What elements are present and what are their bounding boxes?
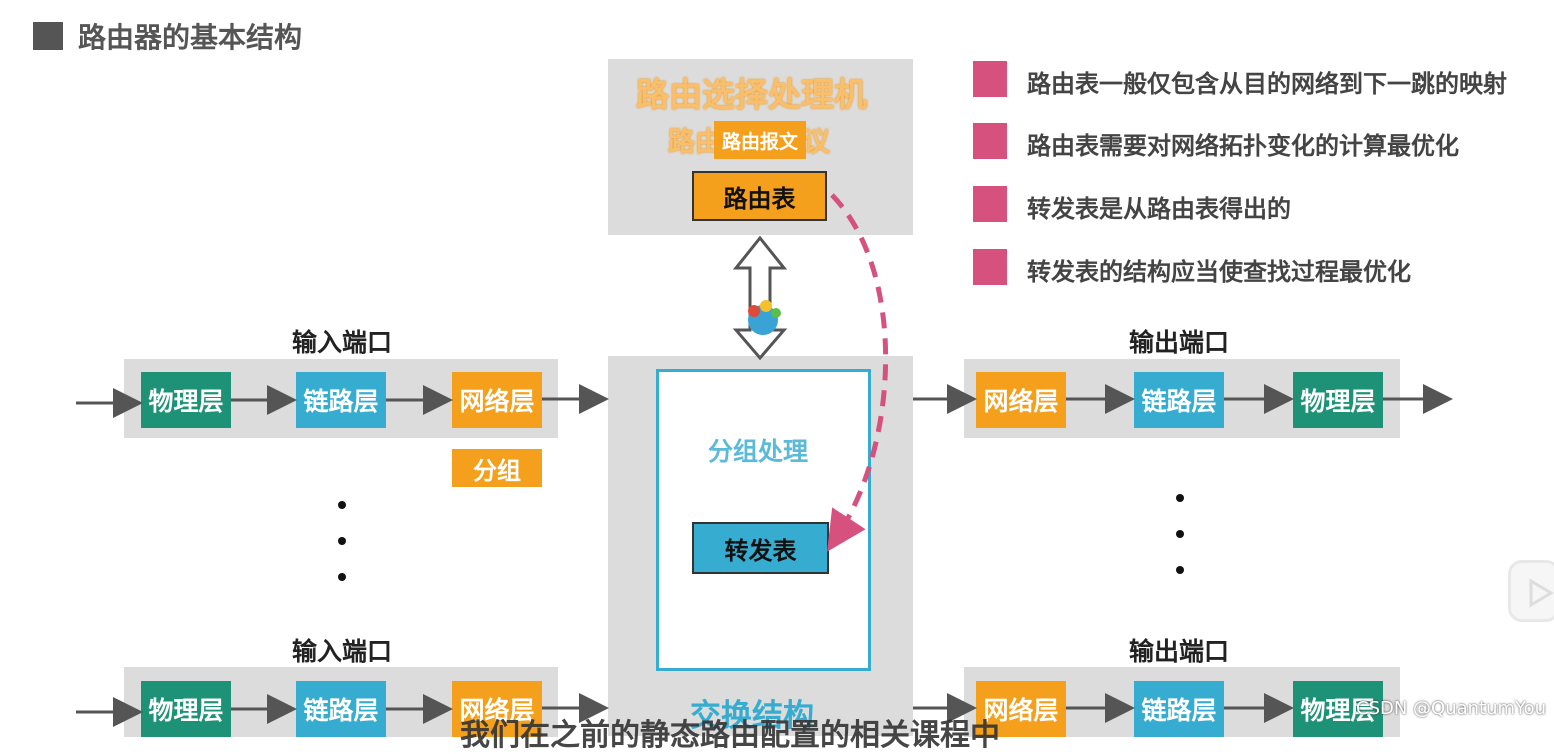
bullet-square-1 [973, 61, 1007, 97]
play-icon [1529, 578, 1554, 608]
video-subtitle: 我们在之前的静态路由配置的相关课程中 [460, 718, 1000, 753]
bullet-text-2: 路由表需要对网络拓扑变化的计算最优化 [1027, 132, 1459, 160]
input-network-layer-top: 网络层 [452, 372, 542, 428]
output-physical-layer-top: 物理层 [1293, 372, 1383, 428]
output-link-layer-top: 链路层 [1134, 372, 1224, 428]
packet-box: 分组 [452, 449, 542, 487]
output-port-label-top: 输出端口 [1128, 328, 1229, 357]
output-physical-layer-bottom: 物理层 [1293, 681, 1383, 737]
bullet-text-1: 路由表一般仅包含从目的网络到下一跳的映射 [1027, 70, 1507, 98]
title-bullet-icon [33, 22, 63, 50]
input-port-label-top: 输入端口 [291, 328, 392, 357]
input-physical-layer-bottom: 物理层 [141, 681, 231, 737]
routing-message-label: 路由报文 [714, 121, 806, 159]
ellipsis-dot-right-2 [1176, 530, 1184, 538]
input-port-label-bottom: 输入端口 [291, 637, 392, 666]
routing-table-box: 路由表 [692, 171, 827, 221]
input-link-layer-top: 链路层 [296, 372, 386, 428]
ellipsis-dot-left-3 [338, 573, 346, 581]
bullet-square-2 [973, 123, 1007, 159]
packet-processing-label: 分组处理 [708, 437, 809, 466]
derive-curve-arrow [827, 193, 889, 552]
ellipsis-dot-right-1 [1176, 494, 1184, 502]
play-button[interactable] [1508, 560, 1554, 622]
double-arrow-icon [732, 235, 788, 361]
ellipsis-dot-left-2 [338, 537, 346, 545]
ellipsis-dot-left-1 [338, 501, 346, 509]
bullet-text-3: 转发表是从路由表得出的 [1027, 195, 1291, 223]
output-link-layer-bottom: 链路层 [1134, 681, 1224, 737]
output-network-layer-top: 网络层 [976, 372, 1066, 428]
watermark: CSDN @QuantumYou [1356, 698, 1547, 719]
bullet-square-3 [973, 186, 1007, 222]
input-network-layer-bottom: 网络层 [452, 681, 542, 737]
input-link-layer-bottom: 链路层 [296, 681, 386, 737]
output-network-layer-bottom: 网络层 [976, 681, 1066, 737]
bullet-text-4: 转发表的结构应当使查找过程最优化 [1027, 258, 1411, 286]
routing-processor-title: 路由选择处理机 [636, 75, 867, 114]
bullet-square-4 [973, 249, 1007, 285]
input-physical-layer-top: 物理层 [141, 372, 231, 428]
connector-arrows [76, 193, 1453, 727]
switch-fabric-label: 交换结构 [690, 698, 814, 734]
output-port-label-bottom: 输出端口 [1128, 637, 1229, 666]
ellipsis-dot-right-3 [1176, 566, 1184, 574]
page-title: 路由器的基本结构 [78, 21, 303, 54]
